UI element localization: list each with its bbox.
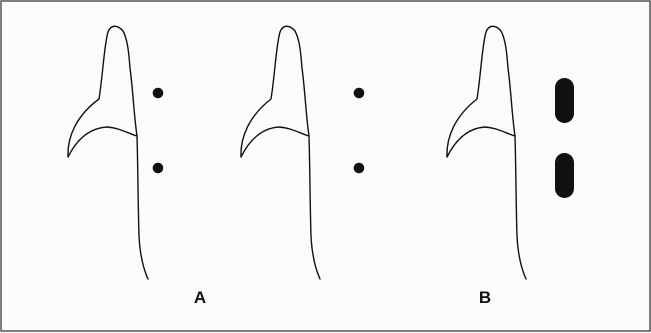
tooth-outline-3 — [447, 26, 526, 279]
dot-lower-1 — [153, 163, 164, 174]
tooth-outline-1 — [68, 26, 148, 279]
tooth-crown-1 — [68, 26, 137, 157]
panel-label-a: A — [194, 288, 206, 307]
tooth-root-3 — [515, 136, 526, 279]
tooth-root-1 — [137, 136, 148, 279]
dot-upper-2 — [354, 88, 365, 99]
tooth-root-2 — [309, 136, 320, 279]
dot-lower-2 — [354, 163, 365, 174]
elongated-mark-upper — [555, 78, 574, 123]
tooth-crown-3 — [447, 26, 515, 157]
elongated-mark-lower — [555, 153, 574, 198]
panel-label-b: B — [479, 288, 491, 307]
dot-pair-1 — [153, 88, 164, 174]
tooth-crown-2 — [241, 26, 309, 157]
dot-upper-1 — [153, 88, 164, 99]
elongated-marks — [555, 78, 574, 198]
dot-pair-2 — [354, 88, 365, 174]
tooth-outline-2 — [241, 26, 320, 279]
